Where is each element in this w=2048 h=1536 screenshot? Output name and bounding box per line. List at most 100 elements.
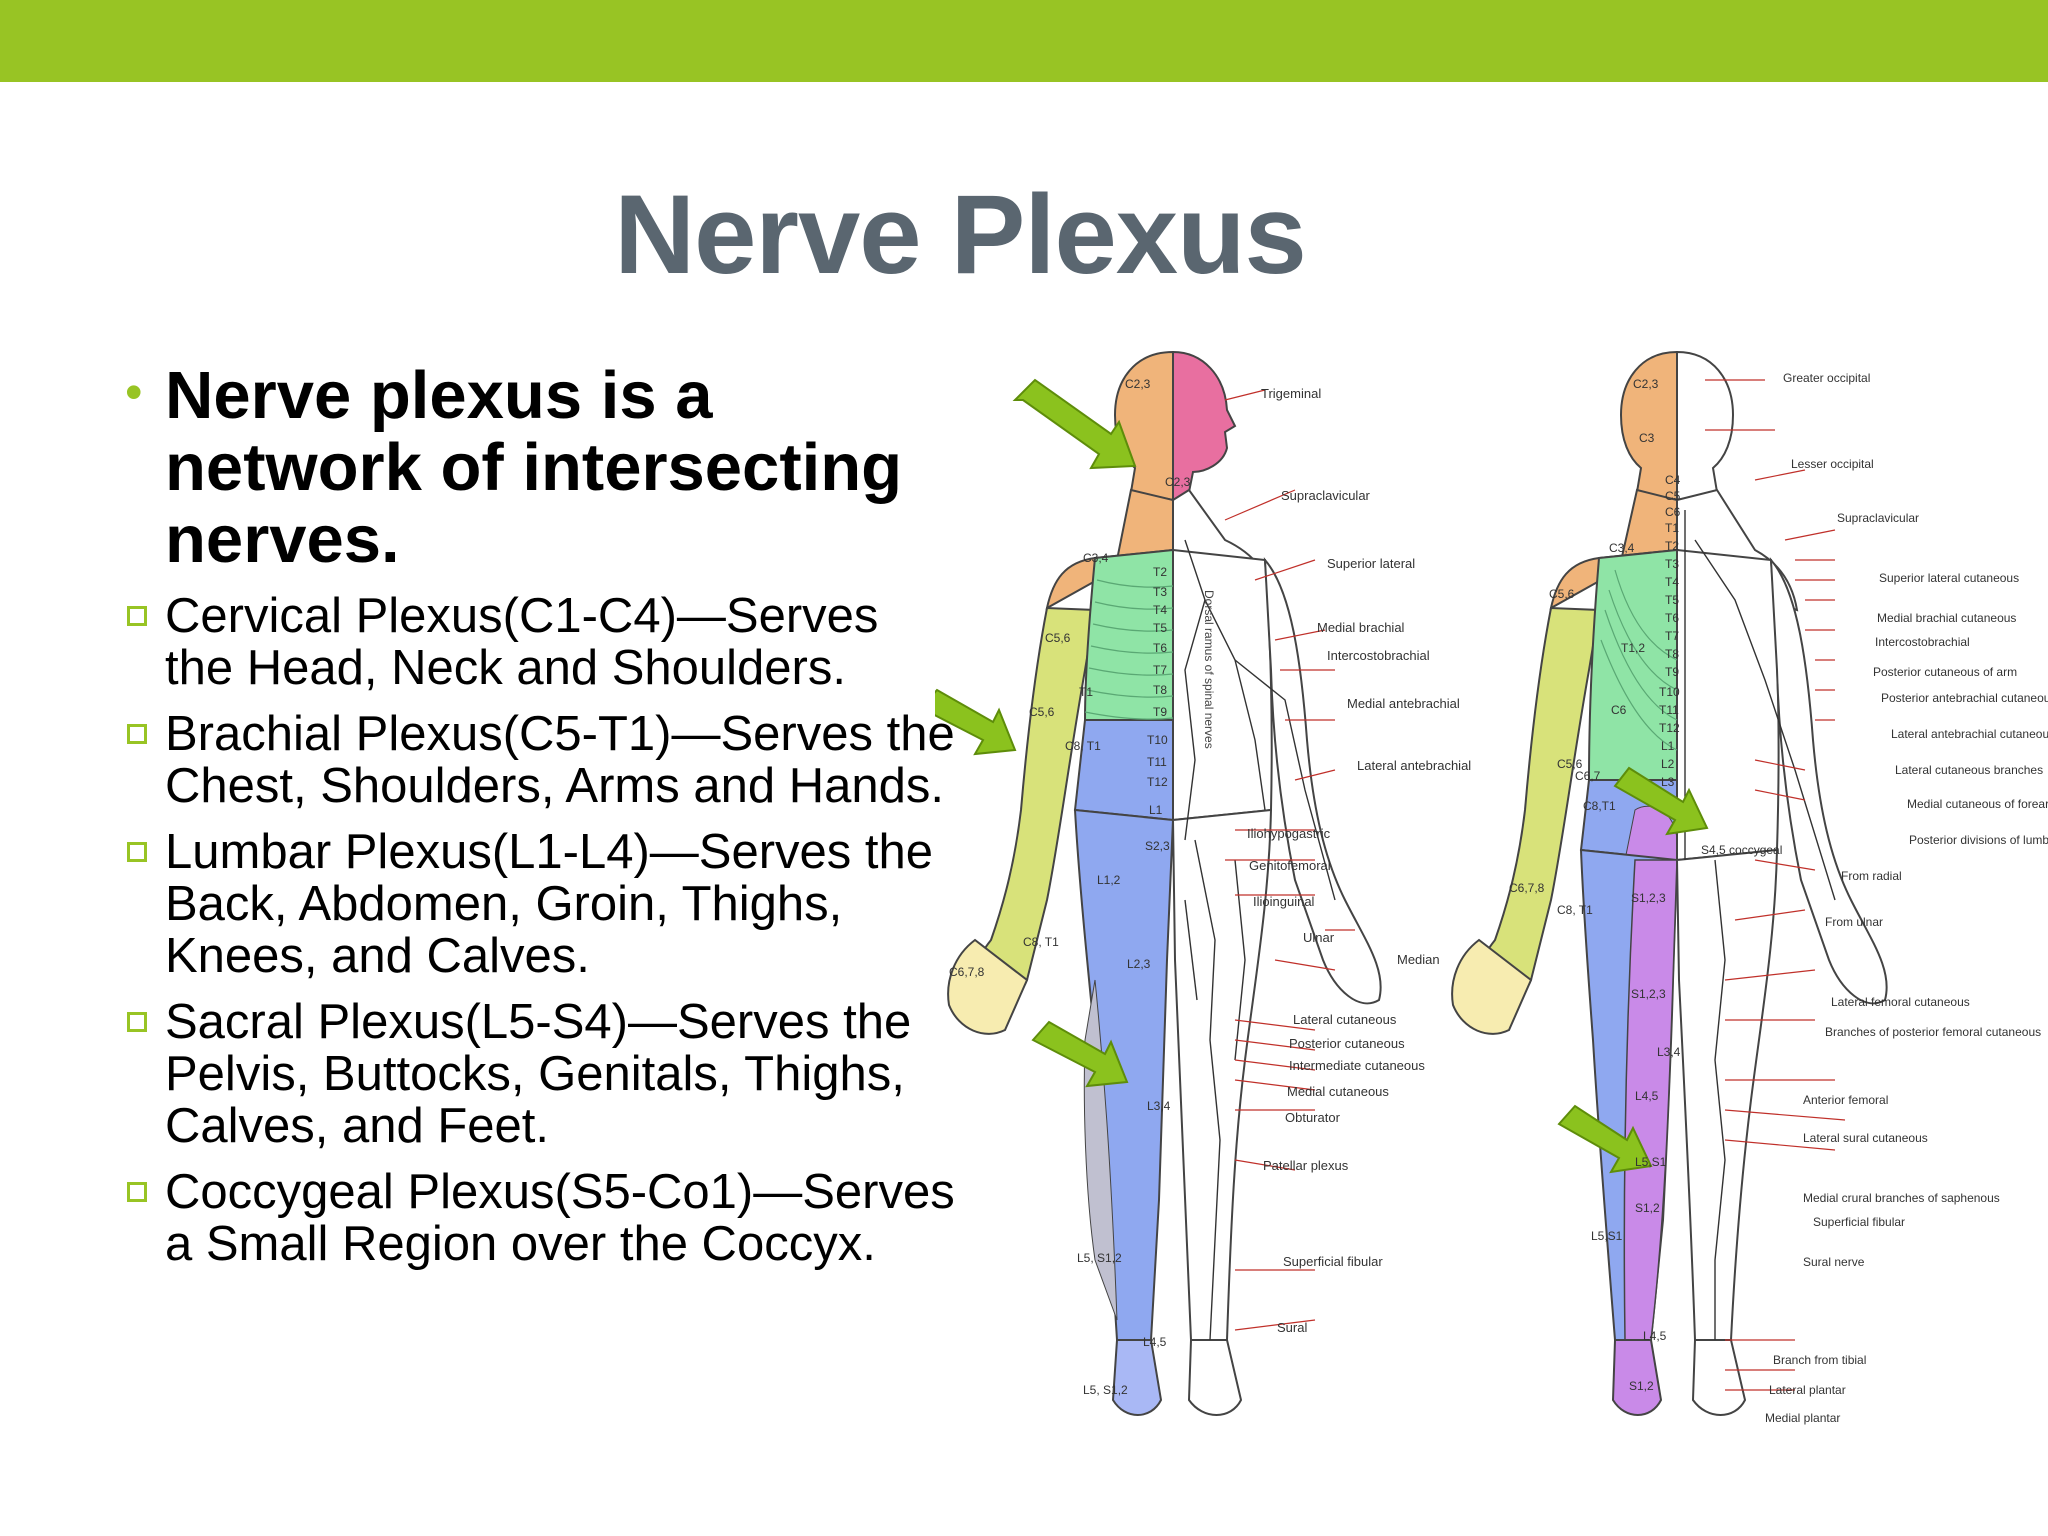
label-front-segment: T12: [1147, 775, 1168, 789]
label-front-segment: C5,6: [1029, 705, 1055, 719]
list-item-text: Brachial Plexus(C5-T1)—Serves the Chest,…: [165, 707, 955, 813]
checkbox-bullet-icon: [127, 1182, 147, 1202]
label-front-nerve: Sural: [1277, 1320, 1307, 1335]
back-body-figure: [1451, 350, 1888, 1416]
arrow-group: [935, 378, 1709, 1174]
label-front-segment: T3: [1153, 585, 1167, 599]
label-front-segment: C8, T1: [1023, 935, 1059, 949]
label-front-segment: L1: [1149, 803, 1163, 817]
label-front-segment: T4: [1153, 603, 1167, 617]
label-back-segment: C3,4: [1609, 541, 1635, 555]
label-back-segment: L4,5: [1643, 1329, 1667, 1343]
arrow-foot-icon: [1557, 1104, 1653, 1174]
list-item: Sacral Plexus(L5-S4)—Serves the Pelvis, …: [125, 996, 955, 1152]
label-back-nerve: Lateral antebrachial cutaneous: [1891, 727, 2048, 741]
label-front-segment: C6,7,8: [949, 965, 985, 979]
bullet-dot-icon: •: [125, 364, 143, 420]
label-front-nerve: Medial antebrachial: [1347, 696, 1460, 711]
label-back-segment: T6: [1665, 611, 1679, 625]
label-front-segment: T6: [1153, 641, 1167, 655]
label-front-segment: L2,3: [1127, 957, 1151, 971]
label-back-segment: C8, T1: [1557, 903, 1593, 917]
label-back-nerve: Posterior cutaneous of arm: [1873, 665, 2017, 679]
list-item-text: Sacral Plexus(L5-S4)—Serves the Pelvis, …: [165, 995, 912, 1153]
label-back-nerve: Superficial fibular: [1813, 1215, 1905, 1229]
label-back-segment: S1,2: [1629, 1379, 1654, 1393]
label-front-segment: T8: [1153, 683, 1167, 697]
label-front-segment: C5,6: [1045, 631, 1071, 645]
label-back-segment: T10: [1659, 685, 1680, 699]
back-nerve-labels: Greater occipital Lesser occipital Supra…: [1765, 371, 2048, 1425]
label-front-nerve: Trigeminal: [1261, 386, 1321, 401]
label-back-segment: T7: [1665, 629, 1679, 643]
label-back-segment: T4: [1665, 575, 1679, 589]
label-back-segment: C3: [1639, 431, 1655, 445]
label-back-segment: S1,2,3: [1631, 987, 1666, 1001]
main-bullet: • Nerve plexus is a network of intersect…: [125, 360, 955, 576]
label-back-nerve: Medial plantar: [1765, 1411, 1840, 1425]
label-back-segment: T2: [1665, 539, 1679, 553]
label-back-nerve: Lesser occipital: [1791, 457, 1874, 471]
list-item: Lumbar Plexus(L1-L4)—Serves the Back, Ab…: [125, 826, 955, 982]
label-back-segment: C5,6: [1557, 757, 1583, 771]
checkbox-bullet-icon: [127, 842, 147, 862]
label-front-segment: T5: [1153, 621, 1167, 635]
label-back-segment: L3,4: [1657, 1045, 1681, 1059]
slide-title: Nerve Plexus: [614, 172, 1307, 297]
label-front-segment: T11: [1147, 755, 1167, 769]
label-back-nerve: Lateral sural cutaneous: [1803, 1131, 1928, 1145]
main-bullet-text: Nerve plexus is a network of intersectin…: [165, 358, 903, 577]
label-back-nerve: Posterior divisions of lumbar nerves: [1909, 833, 2048, 847]
list-item-text: Coccygeal Plexus(S5-Co1)—Serves a Small …: [165, 1165, 955, 1271]
label-back-segment: L5,S1: [1635, 1155, 1667, 1169]
label-back-segment: T5: [1665, 593, 1679, 607]
arrow-shoulder-icon: [935, 688, 1017, 756]
label-back-nerve: Lateral femoral cutaneous: [1831, 995, 1970, 1009]
label-back-segment: S4,5 coccygeal: [1701, 843, 1782, 857]
arrow-head-icon: [1012, 378, 1137, 470]
label-front-nerve: Superficial fibular: [1283, 1254, 1383, 1269]
label-front-segment: T9: [1153, 705, 1167, 719]
label-front-nerve: Ulnar: [1303, 930, 1335, 945]
label-front-segment: T10: [1147, 733, 1168, 747]
label-back-segment: S1,2: [1635, 1201, 1660, 1215]
label-back-segment: T12: [1659, 721, 1680, 735]
label-back-segment: C5: [1665, 489, 1681, 503]
label-back-segment: T1,2: [1621, 641, 1645, 655]
label-front-nerve: Genitofemoral: [1249, 858, 1331, 873]
label-back-nerve: Superior lateral cutaneous: [1879, 571, 2019, 585]
label-back-nerve: Posterior antebrachial cutaneous: [1881, 691, 2048, 705]
label-back-nerve: Anterior femoral: [1803, 1093, 1888, 1107]
label-front-segment: C3,4: [1083, 551, 1109, 565]
label-back-segment: L1: [1661, 739, 1675, 753]
label-back-segment: L3: [1661, 775, 1675, 789]
label-back-segment: C6: [1665, 505, 1681, 519]
label-back-nerve: From ulnar: [1825, 915, 1883, 929]
front-segment-labels: C2,3 C2,3 C3,4 C5,6 T2 T3 T4 T5 T6 T7 T8…: [949, 377, 1191, 1397]
back-segment-labels: C2,3 C3 C4 C5 C6 T1 T2 T3 T4 T5 T6 T7 T8…: [1509, 377, 1782, 1393]
label-back-segment: C6,7: [1575, 769, 1601, 783]
label-front-segment: L3,4: [1147, 1099, 1171, 1113]
label-back-nerve: Medial crural branches of saphenous: [1803, 1191, 2000, 1205]
label-front-segment: L5, S1,2: [1083, 1383, 1128, 1397]
label-front-segment: C2,3: [1125, 377, 1151, 391]
label-front-nerve: Lateral antebrachial: [1357, 758, 1471, 773]
list-item-text: Cervical Plexus(C1-C4)—Serves the Head, …: [165, 589, 879, 695]
label-front-segment: L4,5: [1143, 1335, 1167, 1349]
label-front-nerve: Ilioinguinal: [1253, 894, 1315, 909]
label-back-nerve: Medial cutaneous of forearm: [1907, 797, 2048, 811]
label-back-segment: C2,3: [1633, 377, 1659, 391]
label-back-segment: L4,5: [1635, 1089, 1659, 1103]
label-front-segment: T1: [1079, 685, 1093, 699]
label-back-segment: T9: [1665, 665, 1679, 679]
label-back-nerve: Branches of posterior femoral cutaneous: [1825, 1025, 2041, 1039]
label-back-segment: T3: [1665, 557, 1679, 571]
checkbox-bullet-icon: [127, 1012, 147, 1032]
label-back-nerve: From radial: [1841, 869, 1902, 883]
front-nerve-labels: Trigeminal Supraclavicular Superior late…: [1247, 386, 1471, 1335]
dermatome-diagram: C2,3 C2,3 C3,4 C5,6 T2 T3 T4 T5 T6 T7 T8…: [935, 350, 2048, 1425]
label-back-segment: C4: [1665, 473, 1681, 487]
label-back-segment: C6,7,8: [1509, 881, 1545, 895]
list-item-text: Lumbar Plexus(L1-L4)—Serves the Back, Ab…: [165, 825, 934, 983]
plexus-list: Cervical Plexus(C1-C4)—Serves the Head, …: [125, 590, 955, 1270]
